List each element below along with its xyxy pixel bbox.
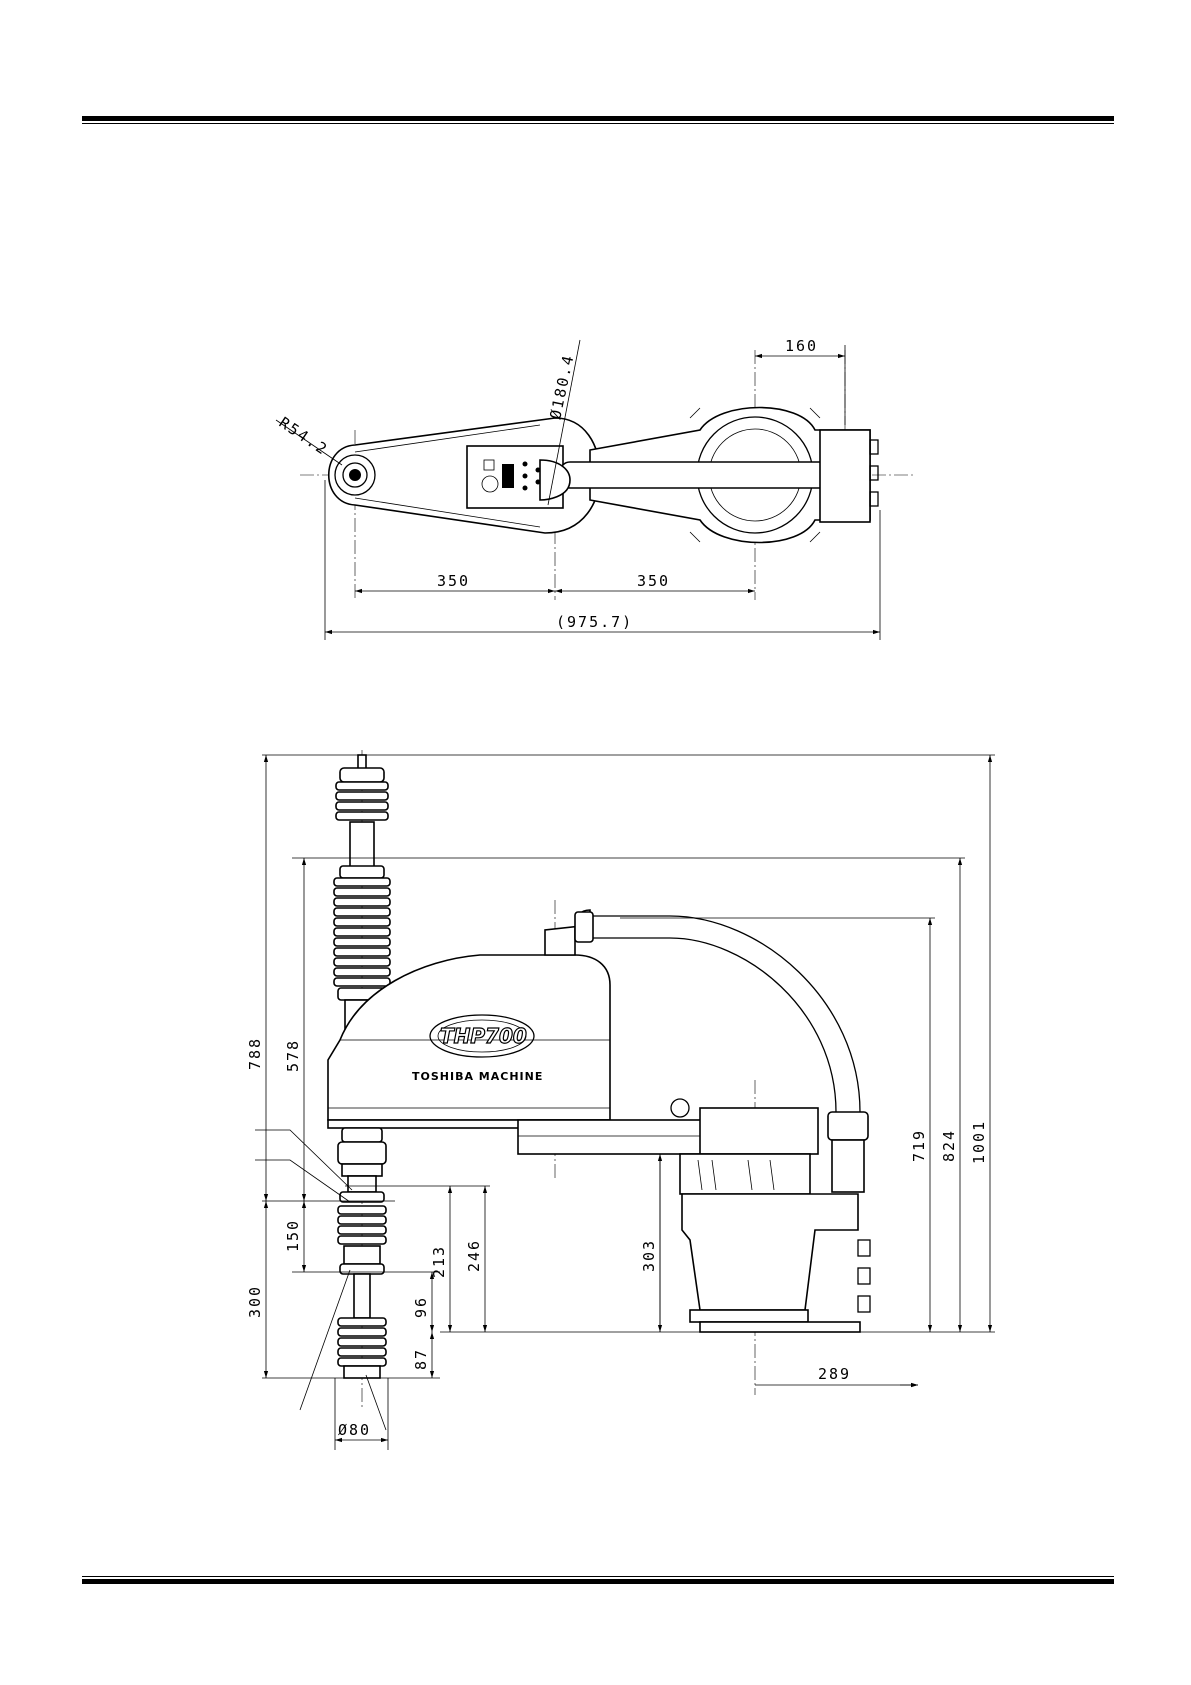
- stroke-300-label: 300: [246, 1285, 264, 1318]
- brand-text: TOSHIBA MACHINE: [412, 1070, 543, 1083]
- side-view: THP700 TOSHIBA MACHINE: [246, 750, 995, 1450]
- lower-bellows: [338, 1128, 386, 1378]
- model-badge-text: THP700: [440, 1024, 527, 1048]
- base-body: [682, 1194, 858, 1310]
- dim-303-label: 303: [640, 1239, 658, 1272]
- dim-719-label: 719: [910, 1129, 928, 1162]
- base-block: [820, 430, 870, 522]
- dim-96-label: 96: [412, 1296, 430, 1318]
- stroke-150-label: 150: [284, 1219, 302, 1252]
- top-view: R54.2 Ø180.4 160 350 350 (975.7): [276, 337, 915, 640]
- bellows-diameter-label: Ø80: [338, 1421, 371, 1439]
- arm2-side: [518, 1120, 718, 1154]
- arm1-length-label: 350: [437, 572, 470, 590]
- dim-213-label: 213: [430, 1245, 448, 1278]
- base-offset-label: 289: [818, 1365, 851, 1383]
- stroke-578-label: 578: [284, 1039, 302, 1072]
- base-top: [700, 1108, 818, 1154]
- dim-824-label: 824: [940, 1129, 958, 1162]
- overall-length-label: (975.7): [556, 613, 633, 631]
- arm2-length-label: 350: [637, 572, 670, 590]
- stroke-788-label: 788: [246, 1037, 264, 1070]
- dim-246-label: 246: [465, 1239, 483, 1272]
- radius-label: R54.2: [276, 413, 332, 459]
- offset-160-label: 160: [785, 337, 818, 355]
- cable-duct-side: [593, 916, 860, 1112]
- dim-1001-label: 1001: [970, 1120, 988, 1164]
- dim-87-label: 87: [412, 1348, 430, 1370]
- diameter-label: Ø180.4: [546, 352, 577, 420]
- cable-duct: [560, 462, 860, 488]
